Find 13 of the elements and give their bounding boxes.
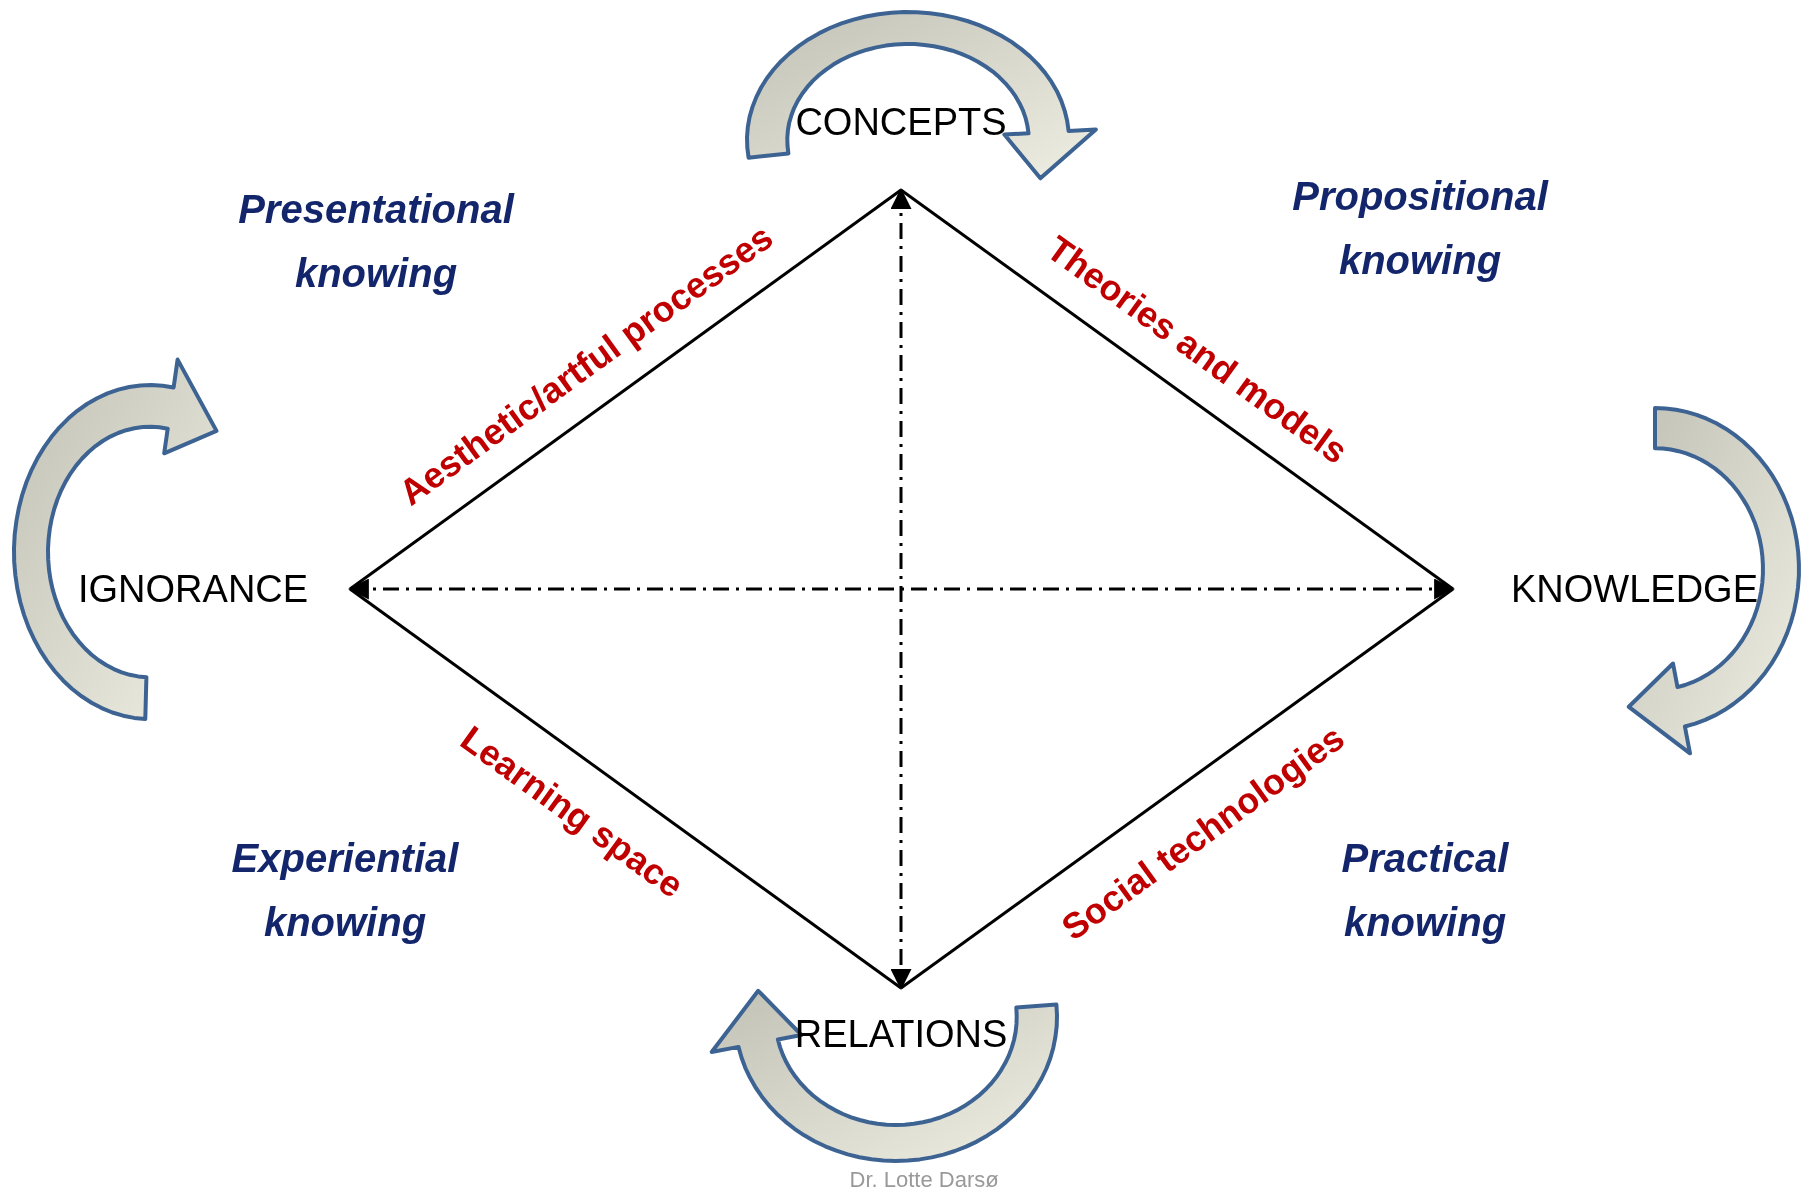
quadrant-label: Practical knowing xyxy=(1341,836,1510,946)
diamond-side-line xyxy=(349,188,902,591)
author-credit: Dr. Lotte Darsø xyxy=(849,1167,999,1193)
dash-dot-arrow xyxy=(347,578,1456,600)
diamond-side-line xyxy=(900,188,1454,591)
corner-label: CONCEPTS xyxy=(795,100,1007,145)
quadrant-label: Presentational knowing xyxy=(237,186,516,297)
corner-label: KNOWLEDGE xyxy=(1510,567,1758,612)
corner-label: IGNORANCE xyxy=(78,567,309,612)
quadrant-label: Experiential knowing xyxy=(230,835,460,946)
corner-label: RELATIONS xyxy=(794,1012,1008,1057)
dash-dot-arrow xyxy=(890,187,912,991)
quadrant-label: Propositional knowing xyxy=(1291,173,1550,284)
